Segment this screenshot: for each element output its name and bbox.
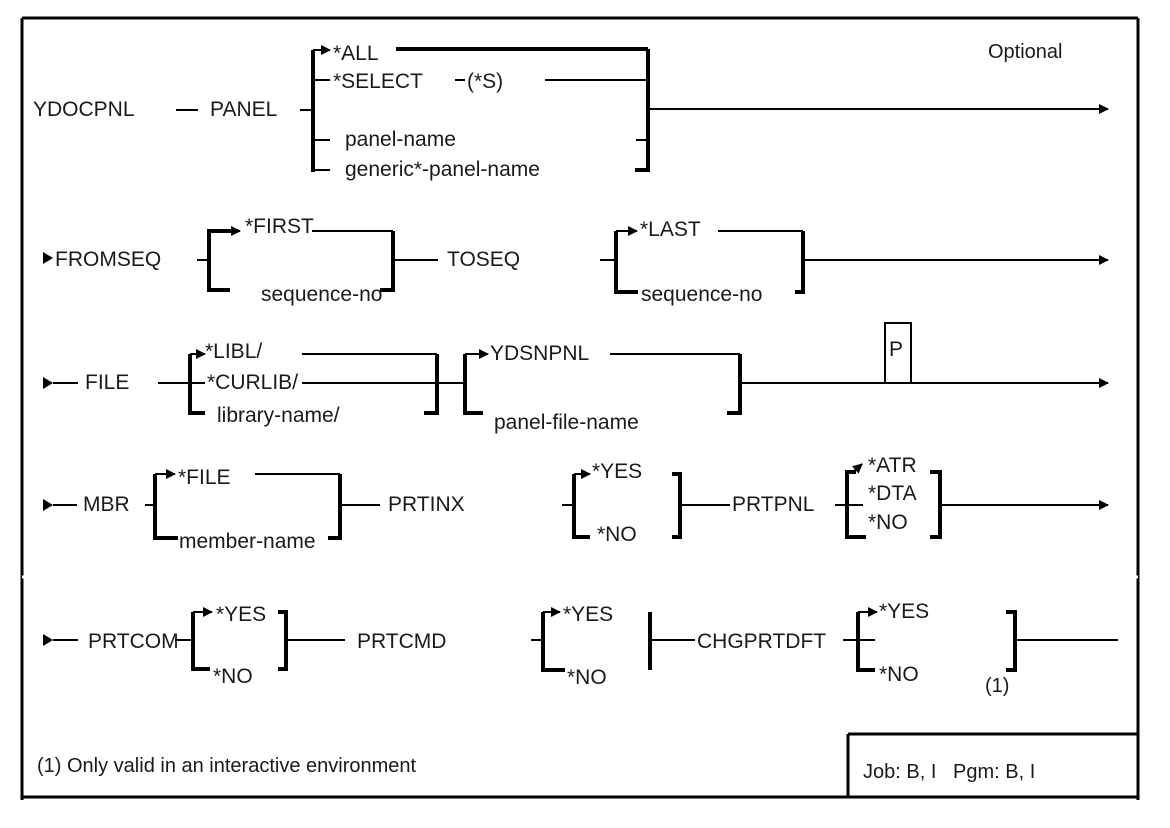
- positional-marker-box: [884, 322, 912, 384]
- choice-atr: *ATR: [868, 454, 917, 477]
- choice-all: *ALL: [333, 42, 379, 65]
- row-fromseq-toseq: FROMSEQ *FIRST sequence-no TOSEQ *LAST s…: [43, 215, 1109, 306]
- keyword-mbr: MBR: [83, 493, 130, 516]
- keyword-prtcom: PRTCOM: [88, 630, 179, 653]
- choice-prtinx-yes: *YES: [592, 460, 642, 483]
- choice-prtinx-no: *NO: [597, 523, 637, 546]
- continuation-arrow-icon: [43, 252, 53, 264]
- continuation-arrow-icon: [43, 499, 53, 511]
- row-file: FILE *LIBL/ *CURLIB/ library-name/ YDSNP…: [43, 322, 1109, 434]
- choice-library-name: library-name/: [217, 404, 340, 427]
- choice-member-name: member-name: [179, 530, 316, 553]
- choice-prtcom-yes: *YES: [216, 603, 266, 626]
- keyword-fromseq: FROMSEQ: [55, 248, 161, 271]
- keyword-prtpnl: PRTPNL: [732, 493, 814, 516]
- continuation-arrow-icon: [43, 377, 53, 389]
- choice-select: *SELECT: [333, 70, 423, 93]
- keyword-chgprtdft: CHGPRTDFT: [697, 630, 826, 653]
- choice-file: *FILE: [178, 466, 231, 489]
- keyword-prtinx: PRTINX: [388, 493, 465, 516]
- row-prtcom-prtcmd-chgprtdft: PRTCOM *YES *NO PRTCMD *YES *NO CHGPRTDF…: [43, 600, 1118, 697]
- choice-prtcom-no: *NO: [213, 665, 253, 688]
- positional-marker: P: [889, 338, 903, 361]
- choice-sequence-no-to: sequence-no: [641, 283, 762, 306]
- footnote-text: (1) Only valid in an interactive environ…: [37, 755, 417, 777]
- row-mbr-prtinx-prtpnl: MBR *FILE member-name PRTINX *YES *NO PR…: [43, 454, 1109, 553]
- keyword-toseq: TOSEQ: [447, 248, 520, 271]
- environment-info: Job: B, I Pgm: B, I: [863, 761, 1035, 783]
- keyword-file: FILE: [85, 371, 129, 394]
- choice-libl: *LIBL/: [205, 340, 262, 363]
- choice-ydsnpnl: YDSNPNL: [490, 342, 589, 365]
- choice-prtcmd-yes: *YES: [563, 603, 613, 626]
- diagram-frame: [20, 16, 1140, 800]
- choice-chgprtdft-no: *NO: [879, 663, 919, 686]
- choice-chgprtdft-yes: *YES: [879, 600, 929, 623]
- choice-curlib: *CURLIB/: [207, 371, 298, 394]
- footnote-ref: (1): [985, 675, 1009, 697]
- choice-first: *FIRST: [245, 215, 314, 238]
- choice-panel-file-name: panel-file-name: [494, 411, 639, 434]
- choice-sequence-no-from: sequence-no: [261, 283, 382, 306]
- choice-generic-panel-name: generic*-panel-name: [345, 158, 540, 181]
- keyword-prtcmd: PRTCMD: [357, 630, 446, 653]
- row-panel: YDOCPNL PANEL *ALL *SELECT (*S) panel-na…: [33, 42, 1109, 181]
- choice-prtpnl-no: *NO: [868, 511, 908, 534]
- choice-select-abbrev: (*S): [467, 70, 503, 93]
- choice-panel-name: panel-name: [345, 128, 456, 151]
- continuation-arrow-icon: [43, 634, 53, 646]
- choice-last: *LAST: [640, 218, 701, 241]
- optional-label: Optional: [988, 41, 1063, 63]
- command-name: YDOCPNL: [33, 98, 135, 121]
- choice-dta: *DTA: [868, 482, 917, 505]
- choice-prtcmd-no: *NO: [567, 666, 607, 689]
- keyword-panel: PANEL: [210, 98, 277, 121]
